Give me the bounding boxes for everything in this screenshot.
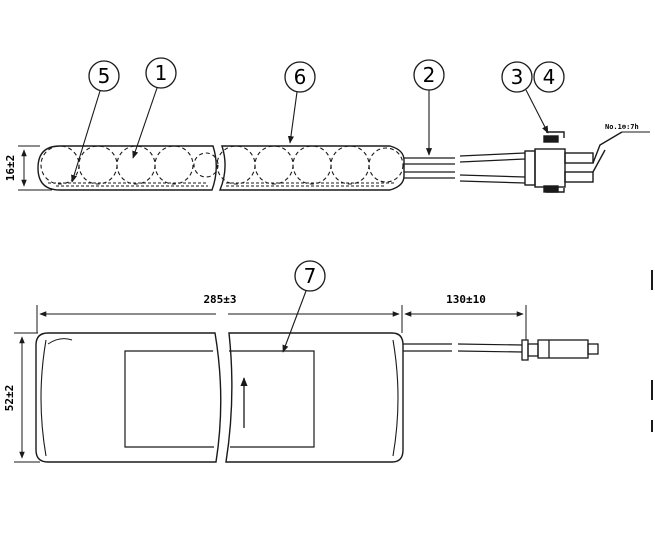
top-lead-wires — [403, 343, 523, 353]
side-view — [18, 131, 623, 193]
lead-length-dimension — [404, 305, 527, 340]
cell — [116, 145, 156, 185]
cell — [368, 147, 404, 183]
top-view — [14, 305, 599, 463]
cells-right — [216, 145, 404, 185]
cell — [78, 145, 118, 185]
callout-7: 7 — [282, 260, 326, 353]
callout-circle-1 — [145, 57, 177, 89]
callout-7-label: 7 — [304, 264, 317, 288]
side-lead-wires — [404, 152, 526, 184]
top-pack-end-arc-left — [40, 339, 47, 457]
callout-circle-6 — [284, 61, 316, 93]
label-area-left — [124, 350, 214, 448]
top-pack-right-body — [225, 332, 404, 463]
callout-5-label: 5 — [98, 64, 111, 88]
callout-3-label: 3 — [511, 65, 524, 89]
callouts-side — [88, 57, 565, 93]
connector-note: No.1⊕:7h — [605, 123, 639, 131]
label-area-right — [229, 350, 315, 448]
side-thickness-dimension — [18, 145, 52, 191]
cell — [330, 145, 370, 185]
cell — [254, 145, 294, 185]
pack-width-dimension — [14, 332, 40, 463]
callout-circle-3 — [501, 61, 533, 93]
side-connector — [524, 131, 623, 193]
top-pack-end-arc-right — [392, 339, 399, 457]
pack-width-label: 52±2 — [3, 385, 16, 412]
pack-length-dimension — [36, 305, 403, 333]
callout-1-label: 1 — [155, 61, 168, 85]
cell — [216, 145, 256, 185]
cell — [292, 145, 332, 185]
dimension-labels-top: 285±3 130±10 52±2 — [3, 292, 486, 411]
callout-circle-5 — [88, 60, 120, 92]
lead-length-label: 130±10 — [446, 293, 486, 306]
leader-lines-side — [71, 87, 650, 183]
callout-4-label: 4 — [543, 65, 556, 89]
callout-circle-4 — [533, 61, 565, 93]
callout-labels-side: 5 1 6 2 3 4 No.1⊕:7h 16±2 — [4, 61, 639, 181]
side-thickness-label: 16±2 — [4, 155, 17, 182]
cell — [193, 152, 219, 178]
top-connector — [521, 339, 599, 361]
callout-6-label: 6 — [294, 65, 307, 89]
cells-left — [40, 145, 219, 185]
top-pack-left-top-detail — [47, 338, 73, 345]
cell — [154, 145, 194, 185]
callout-2-label: 2 — [423, 63, 436, 87]
callout-circle-7 — [294, 260, 326, 292]
top-pack-left-body — [35, 332, 222, 463]
side-pack-right-body — [218, 145, 405, 191]
side-pack-left-body — [37, 145, 217, 191]
pack-length-label: 285±3 — [203, 293, 236, 306]
